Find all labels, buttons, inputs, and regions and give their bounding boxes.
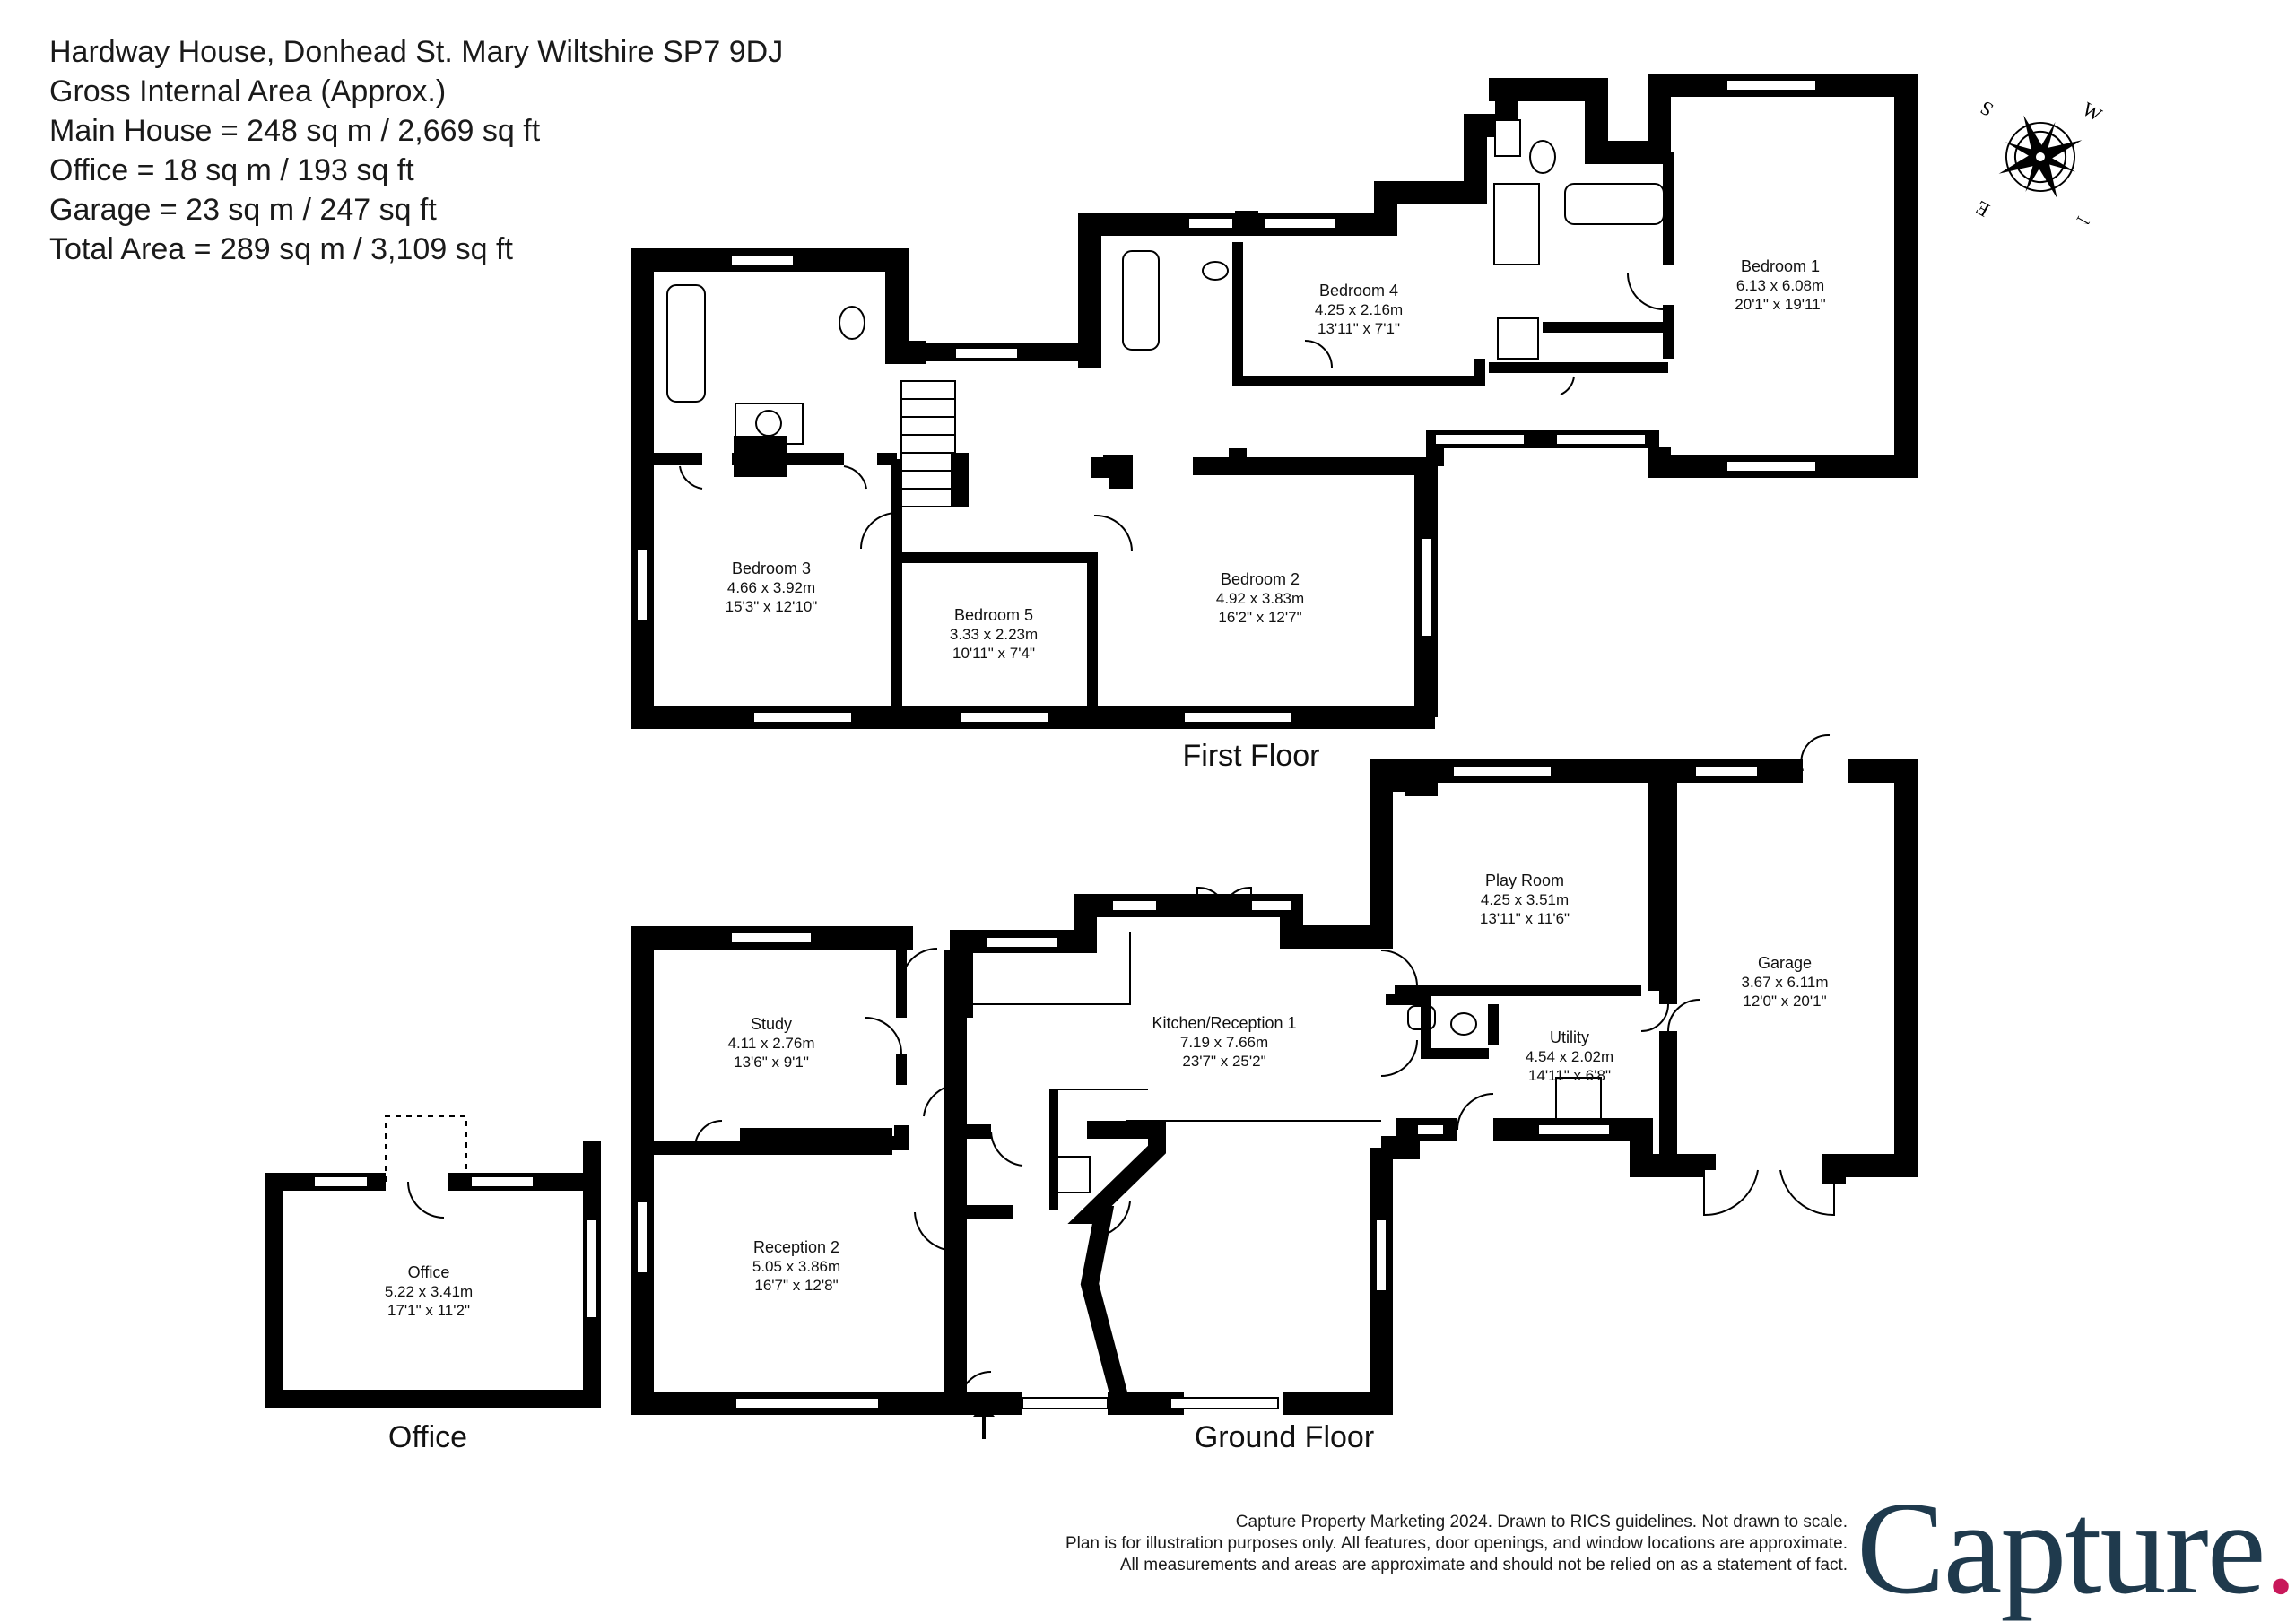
room-imperial: 16'7" x 12'8": [754, 1277, 838, 1294]
property-header: Hardway House, Donhead St. Mary Wiltshir…: [49, 32, 783, 269]
room-imperial: 13'11" x 7'1": [1318, 320, 1400, 337]
room-imperial: 17'1" x 11'2": [387, 1302, 470, 1319]
room-name: Bedroom 4: [1319, 282, 1398, 299]
disclaimer-line-1: Capture Property Marketing 2024. Drawn t…: [1235, 1513, 1848, 1531]
room-metric: 3.33 x 2.23m: [950, 626, 1038, 643]
room-name: Bedroom 5: [954, 606, 1033, 624]
total-area: Total Area = 289 sq m / 3,109 sq ft: [49, 232, 513, 266]
room-bedroom-2: Bedroom 2 4.92 x 3.83m 16'2" x 12'7": [1216, 570, 1304, 626]
gia-heading: Gross Internal Area (Approx.): [49, 74, 447, 108]
room-imperial: 16'2" x 12'7": [1218, 609, 1301, 626]
room-metric: 6.13 x 6.08m: [1736, 277, 1824, 294]
compass-s: S: [1976, 97, 1996, 122]
disclaimer: Capture Property Marketing 2024. Drawn t…: [1065, 1512, 1848, 1576]
office-plan: [265, 1115, 601, 1408]
compass-rose-icon: W N E S: [1973, 97, 2107, 225]
room-metric: 4.25 x 3.51m: [1481, 891, 1569, 908]
compass-n: N: [2068, 213, 2095, 225]
room-name: Bedroom 2: [1221, 570, 1300, 588]
room-metric: 5.05 x 3.86m: [752, 1258, 840, 1275]
office-floor-label: Office: [388, 1420, 467, 1454]
property-address: Hardway House, Donhead St. Mary Wiltshir…: [49, 35, 784, 69]
room-imperial: 13'6" x 9'1": [734, 1054, 809, 1071]
room-bedroom-4: Bedroom 4 4.25 x 2.16m 13'11" x 7'1": [1315, 282, 1403, 337]
room-name: Office: [408, 1263, 450, 1281]
room-bedroom-5: Bedroom 5 3.33 x 2.23m 10'11" x 7'4": [950, 606, 1038, 662]
room-imperial: 23'7" x 25'2": [1182, 1053, 1265, 1070]
room-metric: 7.19 x 7.66m: [1180, 1034, 1268, 1051]
room-name: Garage: [1758, 954, 1812, 972]
first-floor-plan: [631, 74, 1918, 729]
room-imperial: 20'1" x 19'11": [1735, 296, 1825, 313]
room-metric: 4.11 x 2.76m: [727, 1035, 814, 1052]
room-metric: 5.22 x 3.41m: [385, 1283, 473, 1300]
garage-area: Garage = 23 sq m / 247 sq ft: [49, 193, 437, 227]
room-imperial: 12'0" x 20'1": [1743, 993, 1826, 1010]
disclaimer-line-3: All measurements and areas are approxima…: [1119, 1556, 1848, 1574]
room-imperial: 13'11" x 11'6": [1480, 910, 1570, 927]
office-area: Office = 18 sq m / 193 sq ft: [49, 153, 414, 187]
ground-floor-label: Ground Floor: [1195, 1420, 1374, 1454]
room-name: Study: [751, 1015, 792, 1033]
room-metric: 4.54 x 2.02m: [1526, 1048, 1613, 1065]
first-floor-label: First Floor: [1183, 739, 1320, 773]
disclaimer-line-2: Plan is for illustration purposes only. …: [1065, 1534, 1848, 1553]
room-name: Play Room: [1485, 872, 1564, 889]
room-play-room: Play Room 4.25 x 3.51m 13'11" x 11'6": [1480, 872, 1570, 927]
room-bedroom-1: Bedroom 1 6.13 x 6.08m 20'1" x 19'11": [1735, 257, 1825, 313]
room-metric: 4.25 x 2.16m: [1315, 301, 1403, 318]
logo-word: Capture: [1857, 1475, 2266, 1622]
compass-w: W: [2079, 98, 2107, 126]
capture-logo: Capture.: [1857, 1481, 2296, 1616]
room-metric: 4.92 x 3.83m: [1216, 590, 1304, 607]
room-study: Study 4.11 x 2.76m 13'6" x 9'1": [727, 1015, 814, 1071]
room-metric: 4.66 x 3.92m: [727, 579, 815, 596]
compass-e: E: [1973, 196, 1994, 221]
room-name: Reception 2: [753, 1238, 839, 1256]
room-bedroom-3: Bedroom 3 4.66 x 3.92m 15'3" x 12'10": [726, 559, 818, 615]
room-imperial: 15'3" x 12'10": [726, 598, 818, 615]
room-imperial: 10'11" x 7'4": [952, 645, 1035, 662]
room-name: Kitchen/Reception 1: [1152, 1014, 1296, 1032]
room-garage: Garage 3.67 x 6.11m 12'0" x 20'1": [1741, 954, 1828, 1010]
room-imperial: 14'11" x 6'8": [1528, 1067, 1611, 1084]
room-office: Office 5.22 x 3.41m 17'1" x 11'2": [385, 1263, 473, 1319]
room-kitchen-reception: Kitchen/Reception 1 7.19 x 7.66m 23'7" x…: [1152, 1014, 1296, 1070]
room-name: Bedroom 3: [732, 559, 811, 577]
room-metric: 3.67 x 6.11m: [1741, 974, 1828, 991]
room-name: Bedroom 1: [1741, 257, 1820, 275]
logo-dot: .: [2264, 1475, 2296, 1622]
room-utility: Utility 4.54 x 2.02m 14'11" x 6'8": [1526, 1028, 1613, 1084]
room-name: Utility: [1550, 1028, 1589, 1046]
main-house-area: Main House = 248 sq m / 2,669 sq ft: [49, 114, 541, 148]
room-reception-2: Reception 2 5.05 x 3.86m 16'7" x 12'8": [752, 1238, 840, 1294]
ground-floor-plan: [631, 733, 1918, 1439]
